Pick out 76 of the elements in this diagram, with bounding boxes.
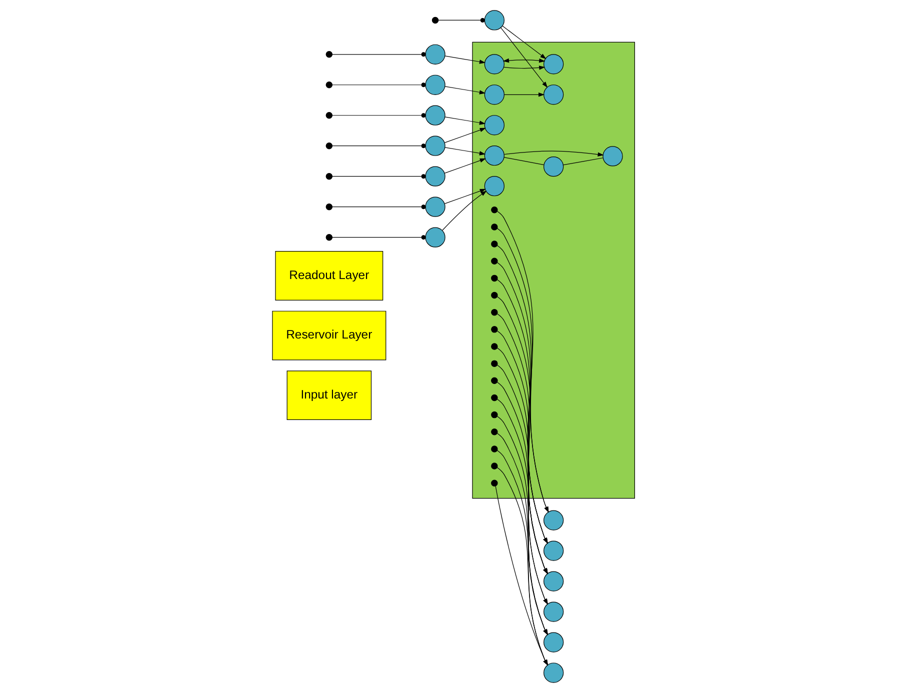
- arrow: [444, 116, 486, 125]
- node-circle: [544, 602, 564, 622]
- connector: [332, 113, 426, 118]
- node-circle: [544, 84, 564, 105]
- node-dot: [491, 411, 498, 418]
- arrow: [502, 58, 546, 63]
- node-dot: [491, 377, 498, 384]
- node-dot: [326, 82, 333, 88]
- arrow: [500, 27, 548, 88]
- node-box: Reservoir Layer: [272, 310, 386, 360]
- node-dot: [326, 234, 333, 241]
- node-dot: [491, 446, 498, 452]
- node-circle: [484, 176, 504, 196]
- node-dot: [491, 462, 498, 470]
- node-box: Readout Layer: [275, 251, 384, 300]
- connector: [562, 158, 604, 166]
- arrow: [444, 86, 486, 94]
- arrow: [444, 128, 486, 144]
- arrow: [444, 188, 486, 204]
- node-dot: [491, 240, 498, 248]
- node-circle: [544, 54, 564, 74]
- node-circle: [544, 510, 564, 530]
- node-dot: [326, 51, 333, 58]
- node-circle: [602, 146, 623, 166]
- node-dot: [491, 292, 498, 299]
- arrow: [502, 26, 546, 60]
- arrow: [442, 190, 487, 231]
- node-dot: [491, 394, 498, 402]
- node-circle: [484, 115, 504, 136]
- connector: [332, 82, 426, 88]
- node-dot: [491, 326, 498, 333]
- node-circle: [425, 166, 446, 186]
- node-dot: [491, 308, 498, 316]
- node-circle: [425, 44, 446, 64]
- node-circle: [484, 146, 504, 166]
- node-circle: [425, 74, 446, 95]
- arrow: [504, 66, 546, 70]
- node-circle: [425, 105, 446, 126]
- connector: [332, 204, 426, 210]
- node-circle: [544, 571, 564, 592]
- node-circle: [484, 84, 504, 105]
- node-dot: [491, 224, 498, 230]
- node-box: Input layer: [286, 370, 372, 420]
- connector: [332, 52, 426, 57]
- node-dot: [491, 343, 498, 350]
- node-dot: [491, 258, 498, 264]
- node-circle: [544, 156, 564, 177]
- node-circle: [425, 196, 446, 217]
- connector: [438, 18, 485, 22]
- arrow: [504, 92, 545, 97]
- arrow: [504, 150, 604, 157]
- cluster: [472, 42, 635, 499]
- connector: [332, 174, 426, 179]
- node-dot: [326, 172, 333, 180]
- node-dot: [491, 480, 498, 486]
- node-circle: [484, 54, 504, 74]
- node-circle: [484, 10, 504, 30]
- node-circle: [544, 540, 564, 561]
- node-dot: [326, 203, 333, 210]
- node-dot: [491, 274, 498, 282]
- connector: [332, 235, 426, 240]
- node-dot: [491, 428, 498, 436]
- node-circle: [544, 662, 564, 683]
- node-dot: [491, 360, 498, 367]
- node-dot: [326, 142, 333, 150]
- node-dot: [326, 112, 333, 119]
- node-circle: [425, 136, 446, 156]
- node-circle: [425, 227, 446, 248]
- connector: [332, 144, 426, 148]
- arrow: [444, 158, 486, 174]
- node-circle: [544, 632, 564, 652]
- node-dot: [491, 206, 498, 214]
- arrow: [444, 147, 486, 156]
- arrow: [444, 56, 486, 64]
- node-dot: [432, 16, 439, 24]
- connector: [504, 157, 544, 166]
